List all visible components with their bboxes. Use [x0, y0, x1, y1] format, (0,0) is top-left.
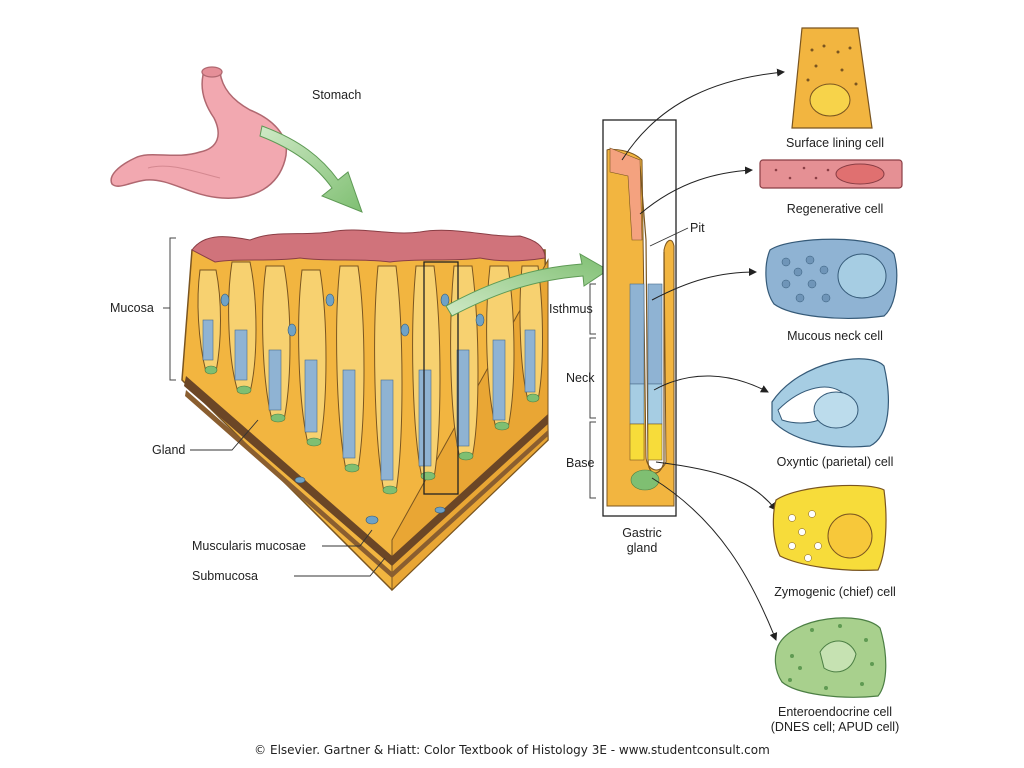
label-regenerative-cell: Regenerative cell	[786, 202, 884, 216]
mucous-cell-segments	[202, 319, 536, 481]
mucous-neck-cell-illustration	[765, 238, 898, 319]
leader-lines	[190, 419, 386, 577]
label-gastric-gland-line2: gland	[626, 541, 658, 555]
regenerative-cell-illustration	[759, 159, 903, 189]
label-enteroendocrine-cell: Enteroendocrine cell (DNES cell; APUD ce…	[750, 705, 920, 735]
gastric-gland-panel	[602, 119, 677, 517]
label-enteroendocrine-line2: (DNES cell; APUD cell)	[770, 720, 900, 734]
pit-leader	[649, 227, 689, 247]
label-gland: Gland	[152, 443, 186, 457]
mucosa-bracket	[163, 237, 176, 381]
label-surface-lining-cell: Surface lining cell	[786, 136, 884, 150]
label-gastric-gland: Gastric gland	[612, 526, 672, 556]
label-mucous-neck-cell: Mucous neck cell	[787, 329, 883, 343]
label-pit: Pit	[690, 221, 705, 235]
cell-arrows	[621, 68, 785, 641]
enteroendocrine-cell-illustration	[774, 617, 887, 698]
label-base: Base	[566, 456, 595, 470]
label-oxyntic-cell: Oxyntic (parietal) cell	[776, 455, 894, 469]
region-brackets	[589, 283, 596, 499]
label-zymogenic-cell: Zymogenic (chief) cell	[774, 585, 896, 599]
label-gastric-gland-line1: Gastric	[622, 526, 662, 540]
stomach-illustration	[110, 66, 288, 199]
gland-base-caps	[204, 365, 540, 495]
label-neck: Neck	[566, 371, 595, 385]
label-enteroendocrine-line1: Enteroendocrine cell	[778, 705, 892, 719]
highlight-box-block	[423, 261, 459, 495]
label-isthmus: Isthmus	[549, 302, 593, 316]
label-stomach: Stomach	[312, 88, 362, 102]
zoom-arrow-stomach	[259, 125, 363, 213]
zymogenic-cell-illustration	[772, 484, 887, 571]
label-muscularis-mucosae: Muscularis mucosae	[192, 539, 306, 553]
copyright-credit: © Elsevier. Gartner & Hiatt: Color Textb…	[254, 743, 770, 757]
label-mucosa: Mucosa	[110, 301, 154, 315]
surface-lining-cell-illustration	[791, 27, 873, 129]
oxyntic-cell-illustration	[771, 358, 889, 448]
tissue-dots	[220, 293, 485, 525]
mucosa-tissue-block	[181, 229, 549, 592]
label-submucosa: Submucosa	[192, 569, 259, 583]
